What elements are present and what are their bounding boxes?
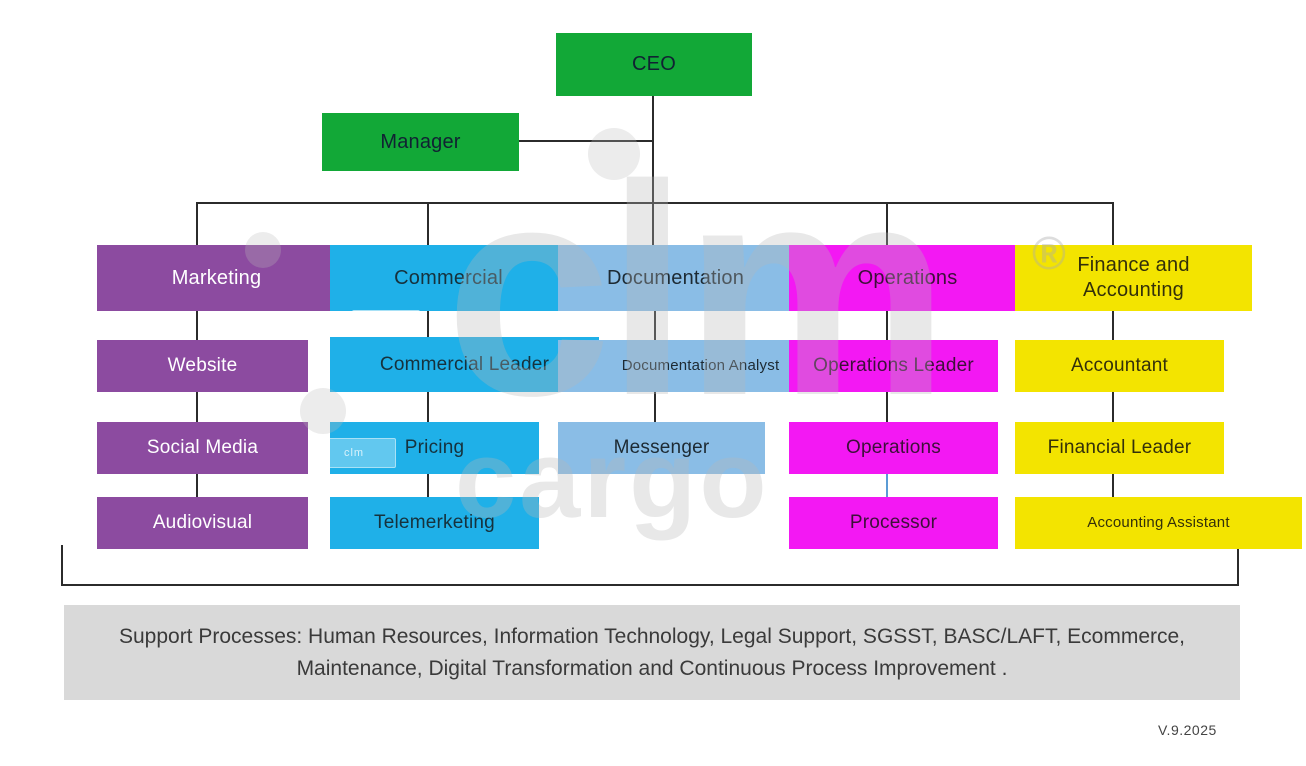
connector-manager-horizontal [519,140,653,142]
node-telemerketing: Telemerketing [330,497,539,549]
node-operations-sub: Operations [789,422,998,474]
connector-line [886,311,888,340]
connector-top-rail [196,202,1114,204]
node-ceo: CEO [556,33,752,96]
connector-line [1112,311,1114,340]
node-website: Website [97,340,308,392]
node-documentation: Documentation [558,245,793,311]
connector-line [1112,392,1114,422]
connector-drop-operations [886,202,888,245]
node-pricing: Pricing [330,422,539,474]
bracket-right-line [1237,545,1239,586]
connector-line [427,392,429,422]
node-commercial: Commercial [330,245,567,311]
node-financial-leader: Financial Leader [1015,422,1224,474]
connector-line [196,392,198,422]
node-marketing: Marketing [97,245,336,311]
node-finance-accounting: Finance and Accounting [1015,245,1252,311]
connector-drop-marketing [196,202,198,245]
node-processor: Processor [789,497,998,549]
node-accountant: Accountant [1015,340,1224,392]
connector-line [427,311,429,337]
node-audiovisual: Audiovisual [97,497,308,549]
node-commercial-leader: Commercial Leader [330,337,599,392]
connector-line [654,311,656,340]
connector-line [1112,474,1114,497]
connector-line [196,311,198,340]
bracket-bottom-line [61,584,1239,586]
watermark-dot [588,128,640,180]
node-manager: Manager [322,113,519,171]
bracket-left-line [61,545,63,586]
clm-truck-watermark-icon: clm [352,310,420,334]
connector-line [427,474,429,497]
connector-ceo-vertical [652,96,654,245]
connector-drop-finance [1112,202,1114,245]
connector-line [886,392,888,422]
connector-line [654,392,656,422]
version-label: V.9.2025 [1158,722,1217,738]
connector-line [196,474,198,497]
node-accounting-assistant: Accounting Assistant [1015,497,1302,549]
node-messenger: Messenger [558,422,765,474]
connector-line-blue [886,474,888,497]
node-social-media: Social Media [97,422,308,474]
node-operations: Operations [789,245,1026,311]
node-operations-leader: Operations Leader [789,340,998,392]
connector-drop-commercial [427,202,429,245]
support-processes-note: Support Processes: Human Resources, Info… [64,605,1240,700]
